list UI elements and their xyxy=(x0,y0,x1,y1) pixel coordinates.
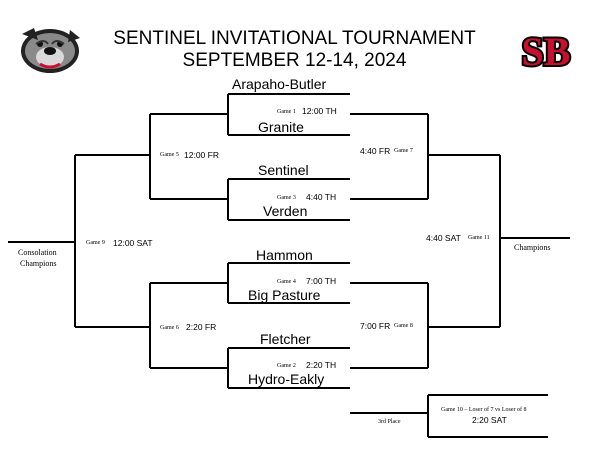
game-9-time: 12:00 SAT xyxy=(113,238,153,248)
team-arapaho-butler: Arapaho-Butler xyxy=(232,76,327,92)
game-11-time: 4:40 SAT xyxy=(426,233,461,243)
consolation-label-line1: Consolation xyxy=(18,248,57,257)
game-10-bracket xyxy=(350,394,548,438)
team-hydro-eakly: Hydro-Eakly xyxy=(248,371,325,387)
game-5-label: Game 5 xyxy=(160,152,179,158)
game-9-label: Game 9 xyxy=(86,240,105,246)
svg-text:SB: SB xyxy=(522,29,571,74)
team-fletcher: Fletcher xyxy=(260,331,311,347)
page-title: SENTINEL INVITATIONAL TOURNAMENT xyxy=(113,28,476,49)
game-7-bracket xyxy=(350,113,500,200)
team-sentinel: Sentinel xyxy=(258,162,309,178)
game-7-time: 4:40 FR xyxy=(360,146,391,156)
sb-monogram-logo: SB SB xyxy=(520,27,572,76)
game-5-time: 12:00 FR xyxy=(184,150,219,160)
game-4-bracket xyxy=(150,262,350,304)
game-3-label: Game 3 xyxy=(277,195,296,201)
game-2-label: Game 2 xyxy=(277,363,296,369)
game-8-bracket xyxy=(350,282,500,369)
game-3-time: 4:40 TH xyxy=(306,192,337,202)
game-10-label: Game 10 – Loser of 7 vs Loser of 8 xyxy=(441,407,527,413)
third-place-label: 3rd Place xyxy=(378,419,401,425)
game-4-time: 7:00 TH xyxy=(306,276,337,286)
bulldog-mascot-icon xyxy=(21,28,80,73)
team-granite: Granite xyxy=(258,119,304,135)
game-1-time: 12:00 TH xyxy=(302,106,337,116)
game-2-bracket xyxy=(150,347,350,389)
game-1-bracket xyxy=(150,93,350,136)
team-verden: Verden xyxy=(263,203,308,219)
game-6-time: 2:20 FR xyxy=(186,322,217,332)
page-subtitle: SEPTEMBER 12-14, 2024 xyxy=(182,50,407,71)
game-2-time: 2:20 TH xyxy=(306,360,337,370)
team-big-pasture: Big Pasture xyxy=(248,287,321,303)
champions-label: Champions xyxy=(514,243,551,252)
game-11-bracket xyxy=(499,155,570,327)
game-6-bracket xyxy=(75,283,151,368)
game-10-time: 2:20 SAT xyxy=(472,415,507,425)
svg-text:SB: SB xyxy=(522,29,571,74)
game-1-label: Game 1 xyxy=(277,109,296,115)
consolation-label-line2: Champions xyxy=(20,259,57,268)
team-hammon: Hammon xyxy=(256,247,313,263)
game-8-label: Game 8 xyxy=(394,323,413,329)
game-7-label: Game 7 xyxy=(394,148,413,154)
game-5-bracket xyxy=(75,114,151,199)
game-3-bracket xyxy=(150,178,350,221)
game-6-label: Game 6 xyxy=(160,325,179,331)
game-11-label: Game 11 xyxy=(468,235,490,241)
game-8-time: 7:00 FR xyxy=(360,321,391,331)
game-4-label: Game 4 xyxy=(277,279,296,285)
game-9-bracket xyxy=(8,155,76,327)
